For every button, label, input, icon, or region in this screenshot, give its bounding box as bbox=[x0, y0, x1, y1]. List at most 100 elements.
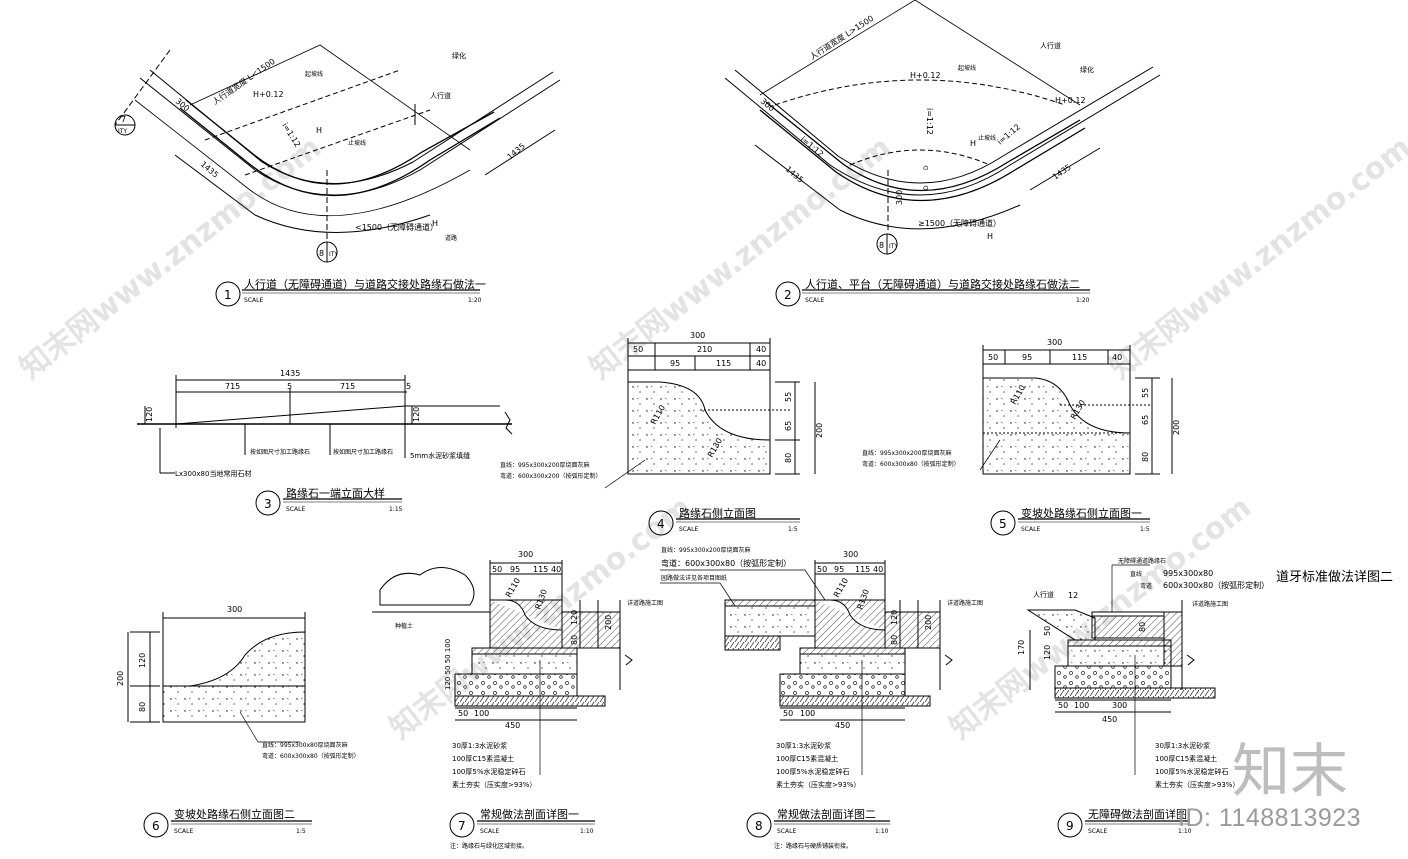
curb4-d40b: 40 bbox=[756, 359, 766, 368]
plan2-arc: ≥1500（无障碍通道） bbox=[918, 218, 1001, 228]
scale-label: SCALE bbox=[805, 297, 824, 304]
sec7-w300: 300 bbox=[518, 550, 533, 559]
title-block-5: 5 变坡处路缘石侧立面图一 SCALE 1:5 bbox=[990, 506, 1150, 536]
scale-value: 1:5 bbox=[788, 526, 798, 533]
plan2-dim-1435a: 1435 bbox=[784, 165, 805, 185]
sec7-d115: 115 bbox=[533, 565, 548, 574]
title-block-8: 8 常规做法剖面详图二 SCALE 1:10 注：路缘石与硬质铺装衔接。 bbox=[746, 807, 890, 850]
curb6-note2: 弯道：600x300x80（按弧形定制） bbox=[262, 752, 360, 760]
curb6-h80: 80 bbox=[138, 702, 147, 712]
section-marker-8b: 8 ITY bbox=[876, 233, 898, 255]
watermark: 知末网www.znzmo.com bbox=[13, 130, 328, 387]
elev3-seg1: 715 bbox=[225, 382, 240, 391]
watermark: 知末网www.znzmo.com bbox=[1103, 130, 1408, 387]
detail-8-section bbox=[660, 560, 953, 775]
title-block-2: 2 人行道、平台（无障碍通道）与道路交接处路缘石做法二 SCALE 1:20 bbox=[775, 277, 1090, 307]
plan2-level-b: H+0.12 bbox=[1055, 96, 1086, 105]
detail-number: 5 bbox=[999, 517, 1007, 531]
elev3-gap2: 5 bbox=[406, 382, 411, 391]
sec9-h50: 50 bbox=[1043, 626, 1052, 636]
plan2-slope-c: i=1:12 bbox=[996, 122, 1022, 146]
sec8-layer1: 30厚1:3水泥砂浆 bbox=[776, 741, 831, 750]
detail-number: 3 bbox=[264, 497, 272, 511]
sec-mark-num: 8 bbox=[319, 249, 324, 258]
plan1-slope-line2: 止坡线 bbox=[348, 139, 366, 147]
sec9-walk: 人行道 bbox=[1033, 590, 1054, 599]
sec8-d115: 115 bbox=[855, 565, 870, 574]
sec9-title1: 无障碍通道路缘石 bbox=[1118, 557, 1166, 565]
plan2-green: 绿化 bbox=[1080, 65, 1094, 74]
sec8-road-ref: 详道路施工图 bbox=[947, 599, 983, 607]
detail-number: 4 bbox=[657, 517, 665, 531]
detail-1-plan bbox=[114, 44, 561, 243]
scale-label: SCALE bbox=[174, 828, 193, 835]
scale-label: SCALE bbox=[480, 828, 499, 835]
sec7-d95: 95 bbox=[510, 565, 520, 574]
title-block-6: 6 变坡处路缘石侧立面图二 SCALE 1:5 bbox=[143, 807, 312, 838]
title-block-1: 1 人行道（无障碍通道）与道路交接处路缘石做法一 SCALE 1:20 bbox=[215, 277, 486, 307]
plan2-width: 人行道宽度 L>1500 bbox=[808, 13, 876, 62]
scale-value: 1:10 bbox=[875, 828, 889, 835]
sec-mark-sheet: ITY bbox=[889, 243, 898, 250]
elev3-h-left: 120 bbox=[145, 407, 154, 422]
plan1-road: 道路 bbox=[445, 234, 457, 242]
sec9-layer1: 30厚1:3水泥砂浆 bbox=[1155, 741, 1210, 750]
sec9-b50: 50 bbox=[1058, 701, 1068, 710]
curb4-h80: 80 bbox=[784, 453, 793, 463]
sec8-d95: 95 bbox=[834, 565, 844, 574]
title-block-9: 9 无障碍做法剖面详图 SCALE 1:10 bbox=[1057, 807, 1192, 838]
detail-title: 变坡处路缘石侧立面图一 bbox=[1021, 506, 1142, 520]
detail-title: 常规做法剖面详图二 bbox=[777, 807, 876, 821]
sec-mark-num: 7 bbox=[121, 115, 126, 124]
curb4-d115: 115 bbox=[716, 359, 731, 368]
curb4-h55: 55 bbox=[784, 392, 793, 402]
plan2-dim-d2: D bbox=[923, 185, 930, 190]
curb4-w300: 300 bbox=[690, 331, 705, 340]
curb5-h200: 200 bbox=[1172, 420, 1181, 435]
sec9-straight: 直线 bbox=[1130, 570, 1142, 578]
detail-3-labels: 1435 715 5 715 5 120 120 按如图尺寸加工路缘石 按如图尺… bbox=[145, 369, 470, 478]
plan1-dim-1435b: 1435 bbox=[506, 142, 527, 162]
curb4-d95: 95 bbox=[670, 359, 680, 368]
curb4-d210: 210 bbox=[697, 345, 712, 354]
sec7-layer4: 素土夯实（压实度>93%） bbox=[452, 780, 536, 789]
plan1-level: H+0.12 bbox=[253, 90, 284, 99]
detail-note: 注：路缘石与绿化区域衔接。 bbox=[450, 842, 528, 850]
elev3-h-right: 120 bbox=[412, 407, 421, 422]
curb4-note1: 直线：995x300x200厚烧面灰麻 bbox=[500, 461, 589, 469]
sec7-h200: 200 bbox=[604, 615, 613, 630]
scale-label: SCALE bbox=[1088, 828, 1107, 835]
elev3-label-d: Lx300x80当地常用石材 bbox=[175, 469, 251, 478]
sec9-layer4: 素土夯实（压实度>93%） bbox=[1155, 780, 1239, 789]
sec9-w300: 300 bbox=[1112, 701, 1127, 710]
watermark: 知末网www.znzmo.com bbox=[583, 130, 898, 387]
detail-number: 7 bbox=[458, 819, 466, 833]
scale-value: 1:20 bbox=[468, 297, 482, 304]
plan1-slope-line1: 起坡线 bbox=[305, 70, 323, 78]
plan1-arc: <1500（无障碍通道） bbox=[355, 222, 438, 232]
sec9-w450: 450 bbox=[1102, 715, 1117, 724]
scale-value: 1:5 bbox=[296, 828, 306, 835]
elev3-gap1: 5 bbox=[287, 382, 292, 391]
title-block-4: 4 路缘石侧立面图 SCALE 1:5 bbox=[648, 506, 800, 536]
detail-2-plan bbox=[724, 0, 1161, 232]
curb5-h80: 80 bbox=[1141, 452, 1150, 462]
curb5-d95: 95 bbox=[1022, 353, 1032, 362]
scale-label: SCALE bbox=[1021, 526, 1040, 533]
detail-5-curb bbox=[979, 345, 1173, 475]
detail-8-labels: 直线：995x300x200厚烧面灰麻 弯道：600x300x80（按弧形定制）… bbox=[661, 546, 983, 789]
curb4-h200: 200 bbox=[815, 423, 824, 438]
detail-number: 1 bbox=[224, 288, 232, 302]
sec8-layer4: 素土夯实（压实度>93%） bbox=[776, 780, 860, 789]
sec7-h120: 120 bbox=[570, 610, 579, 625]
curb5-d50: 50 bbox=[988, 353, 998, 362]
sec8-note1: 直线：995x300x200厚烧面灰麻 bbox=[661, 546, 750, 554]
sec8-r110: R110 bbox=[832, 576, 850, 599]
sec9-road-ref: 详道路施工图 bbox=[1192, 600, 1228, 608]
elev3-seg2: 715 bbox=[340, 382, 355, 391]
sec9-d12: 12 bbox=[1068, 591, 1078, 600]
curb5-note1: 直线：995x300x200厚烧面灰麻 bbox=[862, 449, 951, 457]
sheet-title: 道牙标准做法详图二 bbox=[1276, 570, 1394, 585]
elev3-total: 1435 bbox=[280, 369, 300, 378]
